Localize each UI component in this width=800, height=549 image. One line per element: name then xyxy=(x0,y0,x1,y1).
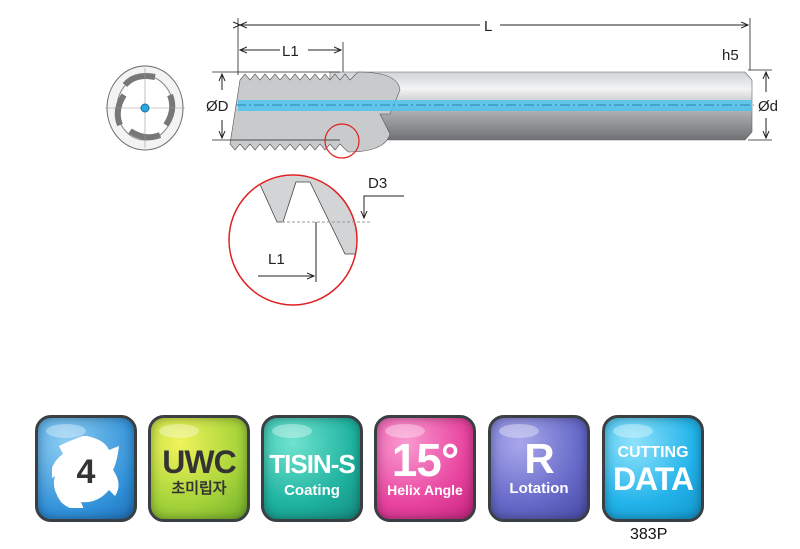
cutting-data-badge[interactable]: CUTTING DATA xyxy=(602,415,704,522)
thread-diameter-label: ØD xyxy=(206,98,229,115)
material-subtitle: 초미립자 xyxy=(171,480,227,497)
tool-body xyxy=(229,71,754,153)
detail-marker-circle xyxy=(324,123,360,159)
coating-title: TISIN-S xyxy=(269,449,355,479)
cutting-data-code: 383P xyxy=(630,526,668,543)
shank-tolerance-label: h5 xyxy=(722,47,739,64)
coating-badge: TISIN-S Coating xyxy=(261,415,363,522)
helix-angle-value: 15° xyxy=(391,434,460,486)
thread-length-label: L1 xyxy=(282,43,299,60)
four-flute-icon xyxy=(52,436,119,508)
shank-diameter-label: Ød xyxy=(758,98,778,115)
cutting-data-title: DATA xyxy=(612,461,694,497)
end-view xyxy=(105,65,185,151)
d3-label: D3 xyxy=(368,175,387,192)
rotation-badge: R Lotation xyxy=(488,415,590,522)
overall-length-label: L xyxy=(484,18,492,35)
rotation-subtitle: Lotation xyxy=(509,480,569,497)
helix-angle-subtitle: Helix Angle xyxy=(387,482,463,498)
helix-angle-badge: 15° Helix Angle xyxy=(374,415,476,522)
flute-count: 4 xyxy=(76,453,96,491)
detail-l1-label: L1 xyxy=(268,251,285,268)
rotation-title: R xyxy=(524,435,554,482)
material-title: UWC xyxy=(162,444,236,480)
cutting-data-top: CUTTING xyxy=(617,444,689,461)
flute-count-badge: 4 xyxy=(35,415,137,522)
coating-subtitle: Coating xyxy=(284,482,340,499)
material-badge: UWC 초미립자 xyxy=(148,415,250,522)
